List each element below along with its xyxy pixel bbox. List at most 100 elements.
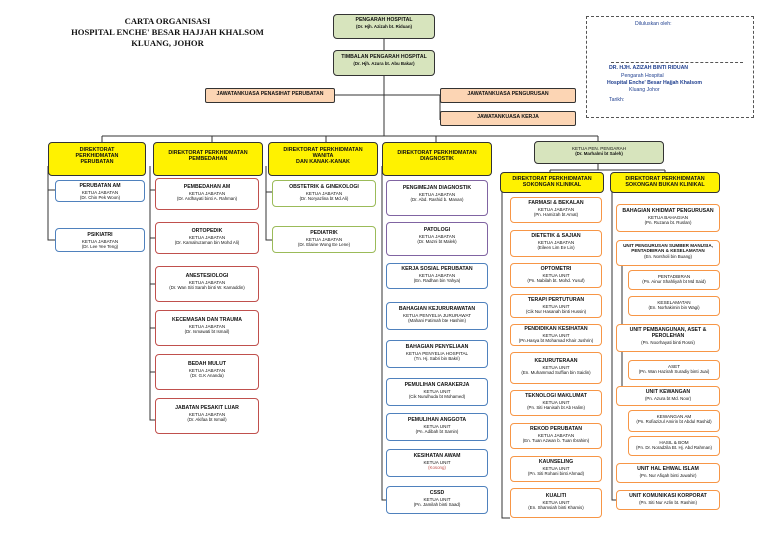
unit-box: KEWANGAN AM (Pn. Rofiazizul Amirin bt Ab… — [628, 410, 720, 432]
women-head-line-3: DAN KANAK-KANAK — [296, 159, 350, 166]
unit-role: KETUA PENYELIA JURURAWAT — [403, 312, 471, 318]
directorate-clinical-support-head: DIREKTORAT PERKHIDMATAN SOKONGAN KLINIKA… — [500, 172, 604, 193]
unit-name: (En. Radhan bin Yahya) — [413, 278, 461, 284]
unit-title: UNIT PENGURUSAN SUMBER MANUSIA, PENTADBI… — [623, 243, 713, 254]
unit-name: (Dr. Ismawati bt Ismail) — [184, 329, 230, 335]
unit-box: KERJA SOSIAL PERUBATAN KETUA JABATAN (En… — [386, 263, 488, 289]
ketua-pen-name: (Dr. Marhalmi bt Saleh) — [575, 151, 623, 157]
unit-role: KETUA BAHAGIAN — [647, 214, 689, 220]
unit-name: (Pn. Rofiazizul Amirin bt Abdul Rashid) — [636, 419, 712, 425]
unit-name: (En. Norsholi bin Buang) — [644, 253, 692, 259]
unit-box: PEMULIHAN CARAKERJA KETUA UNIT (Cik Nuru… — [386, 378, 488, 406]
unit-title: PERUBATAN AM — [79, 183, 121, 189]
unit-role: KETUA JABATAN — [188, 279, 226, 285]
unit-title: PSIKIATRI — [87, 232, 113, 238]
unit-box: PENDIDIKAN KESIHATAN KETUA UNIT (Pn.Hasy… — [510, 324, 602, 346]
unit-role: KETUA JABATAN — [418, 272, 456, 278]
unit-box: PEMBEDAHAN AM KETUA JABATAN (Dr. Ardhaya… — [155, 178, 259, 210]
unit-name: (Dr. Mazni bt Malek) — [417, 239, 457, 245]
unit-title: KESELAMATAN — [657, 300, 691, 305]
unit-title: KAUNSELING — [538, 459, 574, 465]
unit-role: KETUA JABATAN — [188, 367, 226, 373]
unit-box: KECEMASAN DAN TRAUMA KETUA JABATAN (Dr. … — [155, 310, 259, 346]
unit-role: KETUA JABATAN — [81, 189, 119, 195]
unit-role: KETUA JABATAN — [188, 411, 226, 417]
unit-name: (Pn. Hamizah bt Amat) — [533, 212, 579, 218]
unit-title: ASET — [668, 364, 680, 369]
unit-name: (Dr. Noryazlina bt Md.Ali) — [299, 196, 349, 202]
unit-name: (Dr. Elaine Wong Ee Lene) — [297, 242, 351, 248]
unit-role: KETUA JABATAN — [81, 238, 119, 244]
unit-box: TEKNOLOGI MAKLUMAT KETUA UNIT (Pn. Siti … — [510, 390, 602, 416]
approval-position: Pengarah Hospital — [621, 73, 664, 79]
unit-role: KETUA JABATAN — [537, 206, 575, 212]
surgical-head-line-2: PEMBEDAHAN — [188, 156, 228, 163]
unit-box: KUALITI KETUA UNIT (En. Shamsiah binti K… — [510, 488, 602, 518]
unit-box: TERAPI PERTUTURAN KETUA UNIT (Cik Nur Ha… — [510, 294, 602, 318]
approval-hospital: Hospital Enche' Besar Hajjah Khalsom — [607, 80, 702, 86]
unit-box: HASIL & BOM (Pn. Dr. Noradzila Bt. Hj. A… — [628, 436, 720, 456]
unit-title: OPTOMETRI — [540, 266, 572, 272]
ketua-pen-title: KETUA PEN. PENGARAH — [571, 146, 627, 151]
unit-name: (Kosong) — [428, 465, 446, 471]
unit-box: JABATAN PESAKIT LUAR KETUA JABATAN (Dr. … — [155, 398, 259, 434]
unit-title: BAHAGIAN KEJURURAWATAN — [398, 306, 476, 312]
unit-box: PERUBATAN AM KETUA JABATAN (Dr. Chin Pek… — [55, 180, 145, 202]
unit-box: ANESTESIOLOGI KETUA JABATAN (Dr. Wan Sit… — [155, 266, 259, 302]
unit-name: (Dr. Abd. Rashid b. Manan) — [410, 197, 464, 203]
unit-name: (Mahani Fatimah bte Hashim) — [408, 318, 466, 324]
unit-box: KAUNSELING KETUA UNIT (Pn. Siti Rohani b… — [510, 456, 602, 482]
unit-name: (Pn. Ruzana bt. Ruslan) — [644, 220, 692, 226]
unit-title: HASIL & BOM — [659, 440, 689, 445]
unit-box: UNIT PENGURUSAN SUMBER MANUSIA, PENTADBI… — [616, 240, 720, 266]
unit-name: (Pn. Nabilah bt. Mohd. Yusuf) — [527, 278, 585, 284]
committee-advisory-box: JAWATANKUASA PENASIHAT PERUBATAN — [205, 88, 335, 103]
unit-box: KESIHATAN AWAM KETUA UNIT (Kosong) — [386, 449, 488, 477]
unit-title: KUALITI — [545, 493, 567, 499]
unit-box: BAHAGIAN KEJURURAWATAN KETUA PENYELIA JU… — [386, 302, 488, 330]
approval-location: Kluang Johor — [629, 87, 660, 93]
chart-title: CARTA ORGANISASI HOSPITAL ENCHE' BESAR H… — [60, 16, 275, 50]
unit-role: KETUA JABATAN — [418, 191, 456, 197]
unit-name: (Dr. Wan Siti Sarah binti W. Kamaddin) — [169, 285, 245, 291]
director-title: PENGARAH HOSPITAL — [355, 17, 413, 23]
unit-title: UNIT PEMBANGUNAN, ASET & PEROLEHAN — [629, 327, 707, 339]
unit-box: ORTOPEDIK KETUA JABATAN (Dr. Kamalruzama… — [155, 222, 259, 254]
deputy-box: TIMBALAN PENGARAH HOSPITAL (Dr. Hjh. Azu… — [333, 50, 435, 76]
diagnostic-head-line-2: DIAGNOSTIK — [420, 156, 454, 163]
unit-title: PEMULIHAN CARAKERJA — [404, 382, 470, 388]
unit-role: KETUA JABATAN — [188, 234, 226, 240]
unit-title: OBSTETRIK & GINEKOLOGI — [289, 184, 359, 190]
unit-box: PEDIATRIK KETUA JABATAN (Dr. Elaine Wong… — [272, 226, 376, 253]
medical-head-line-2: PERKHIDMATAN — [75, 153, 119, 160]
unit-role: KETUA UNIT — [542, 465, 570, 471]
clinical-head-line-1: DIREKTORAT PERKHIDMATAN — [512, 176, 592, 182]
unit-title: ANESTESIOLOGI — [185, 273, 229, 279]
approval-label: Diluluskan oleh: — [635, 21, 672, 27]
unit-role: KETUA UNIT — [542, 399, 570, 405]
unit-name: (En. Norhakimin bin Wagi) — [648, 305, 700, 311]
unit-box: KEJURUTERAAN KETUA UNIT (En. Muhammad Su… — [510, 352, 602, 384]
unit-title: PENGIMEJAN DIAGNOSTIK — [402, 185, 472, 191]
approval-box: Diluluskan oleh: DR. HJH. AZIZAH BINTI R… — [586, 16, 754, 118]
unit-role: KETUA UNIT — [542, 332, 570, 338]
unit-name: (Pn. Siti Rohani binti Ahmad) — [527, 471, 585, 477]
non-clinical-head-line-1: DIREKTORAT PERKHIDMATAN — [625, 176, 705, 182]
women-head-line-2: WANITA — [312, 153, 334, 160]
committee-work-label: JAWATANKUASA KERJA — [477, 114, 539, 120]
unit-title: KESIHATAN AWAM — [413, 453, 461, 459]
title-line-2: HOSPITAL ENCHE' BESAR HAJJAH KHALSOM — [71, 27, 264, 38]
surgical-head-line-1: DIREKTORAT PERKHIDMATAN — [168, 150, 248, 156]
non-clinical-head-line-2: SOKONGAN BUKAN KLINIKAL — [625, 182, 705, 189]
unit-title: PEDIATRIK — [310, 230, 338, 236]
unit-name: (Dr. G.K Ananda) — [190, 373, 224, 379]
unit-name: (Pn. Wan Hazirah Suradiy binti Juai) — [638, 369, 710, 375]
unit-box: PENGIMEJAN DIAGNOSTIK KETUA JABATAN (Dr.… — [386, 180, 488, 216]
unit-box: DIETETIK & SAJIAN KETUA JABATAN (Eileen … — [510, 230, 602, 257]
unit-name: (Dr. Chin Pek Woon) — [79, 195, 121, 201]
unit-name: (Pn. Jamilah binti Saad) — [413, 502, 461, 508]
unit-box: PENTADBIRAN (Pn. Ainur Shahliyah bt Md S… — [628, 270, 720, 290]
unit-title: TEKNOLOGI MAKLUMAT — [525, 393, 587, 399]
unit-name: (Dr. Kamalruzaman bin Mohd Ali) — [174, 240, 240, 246]
